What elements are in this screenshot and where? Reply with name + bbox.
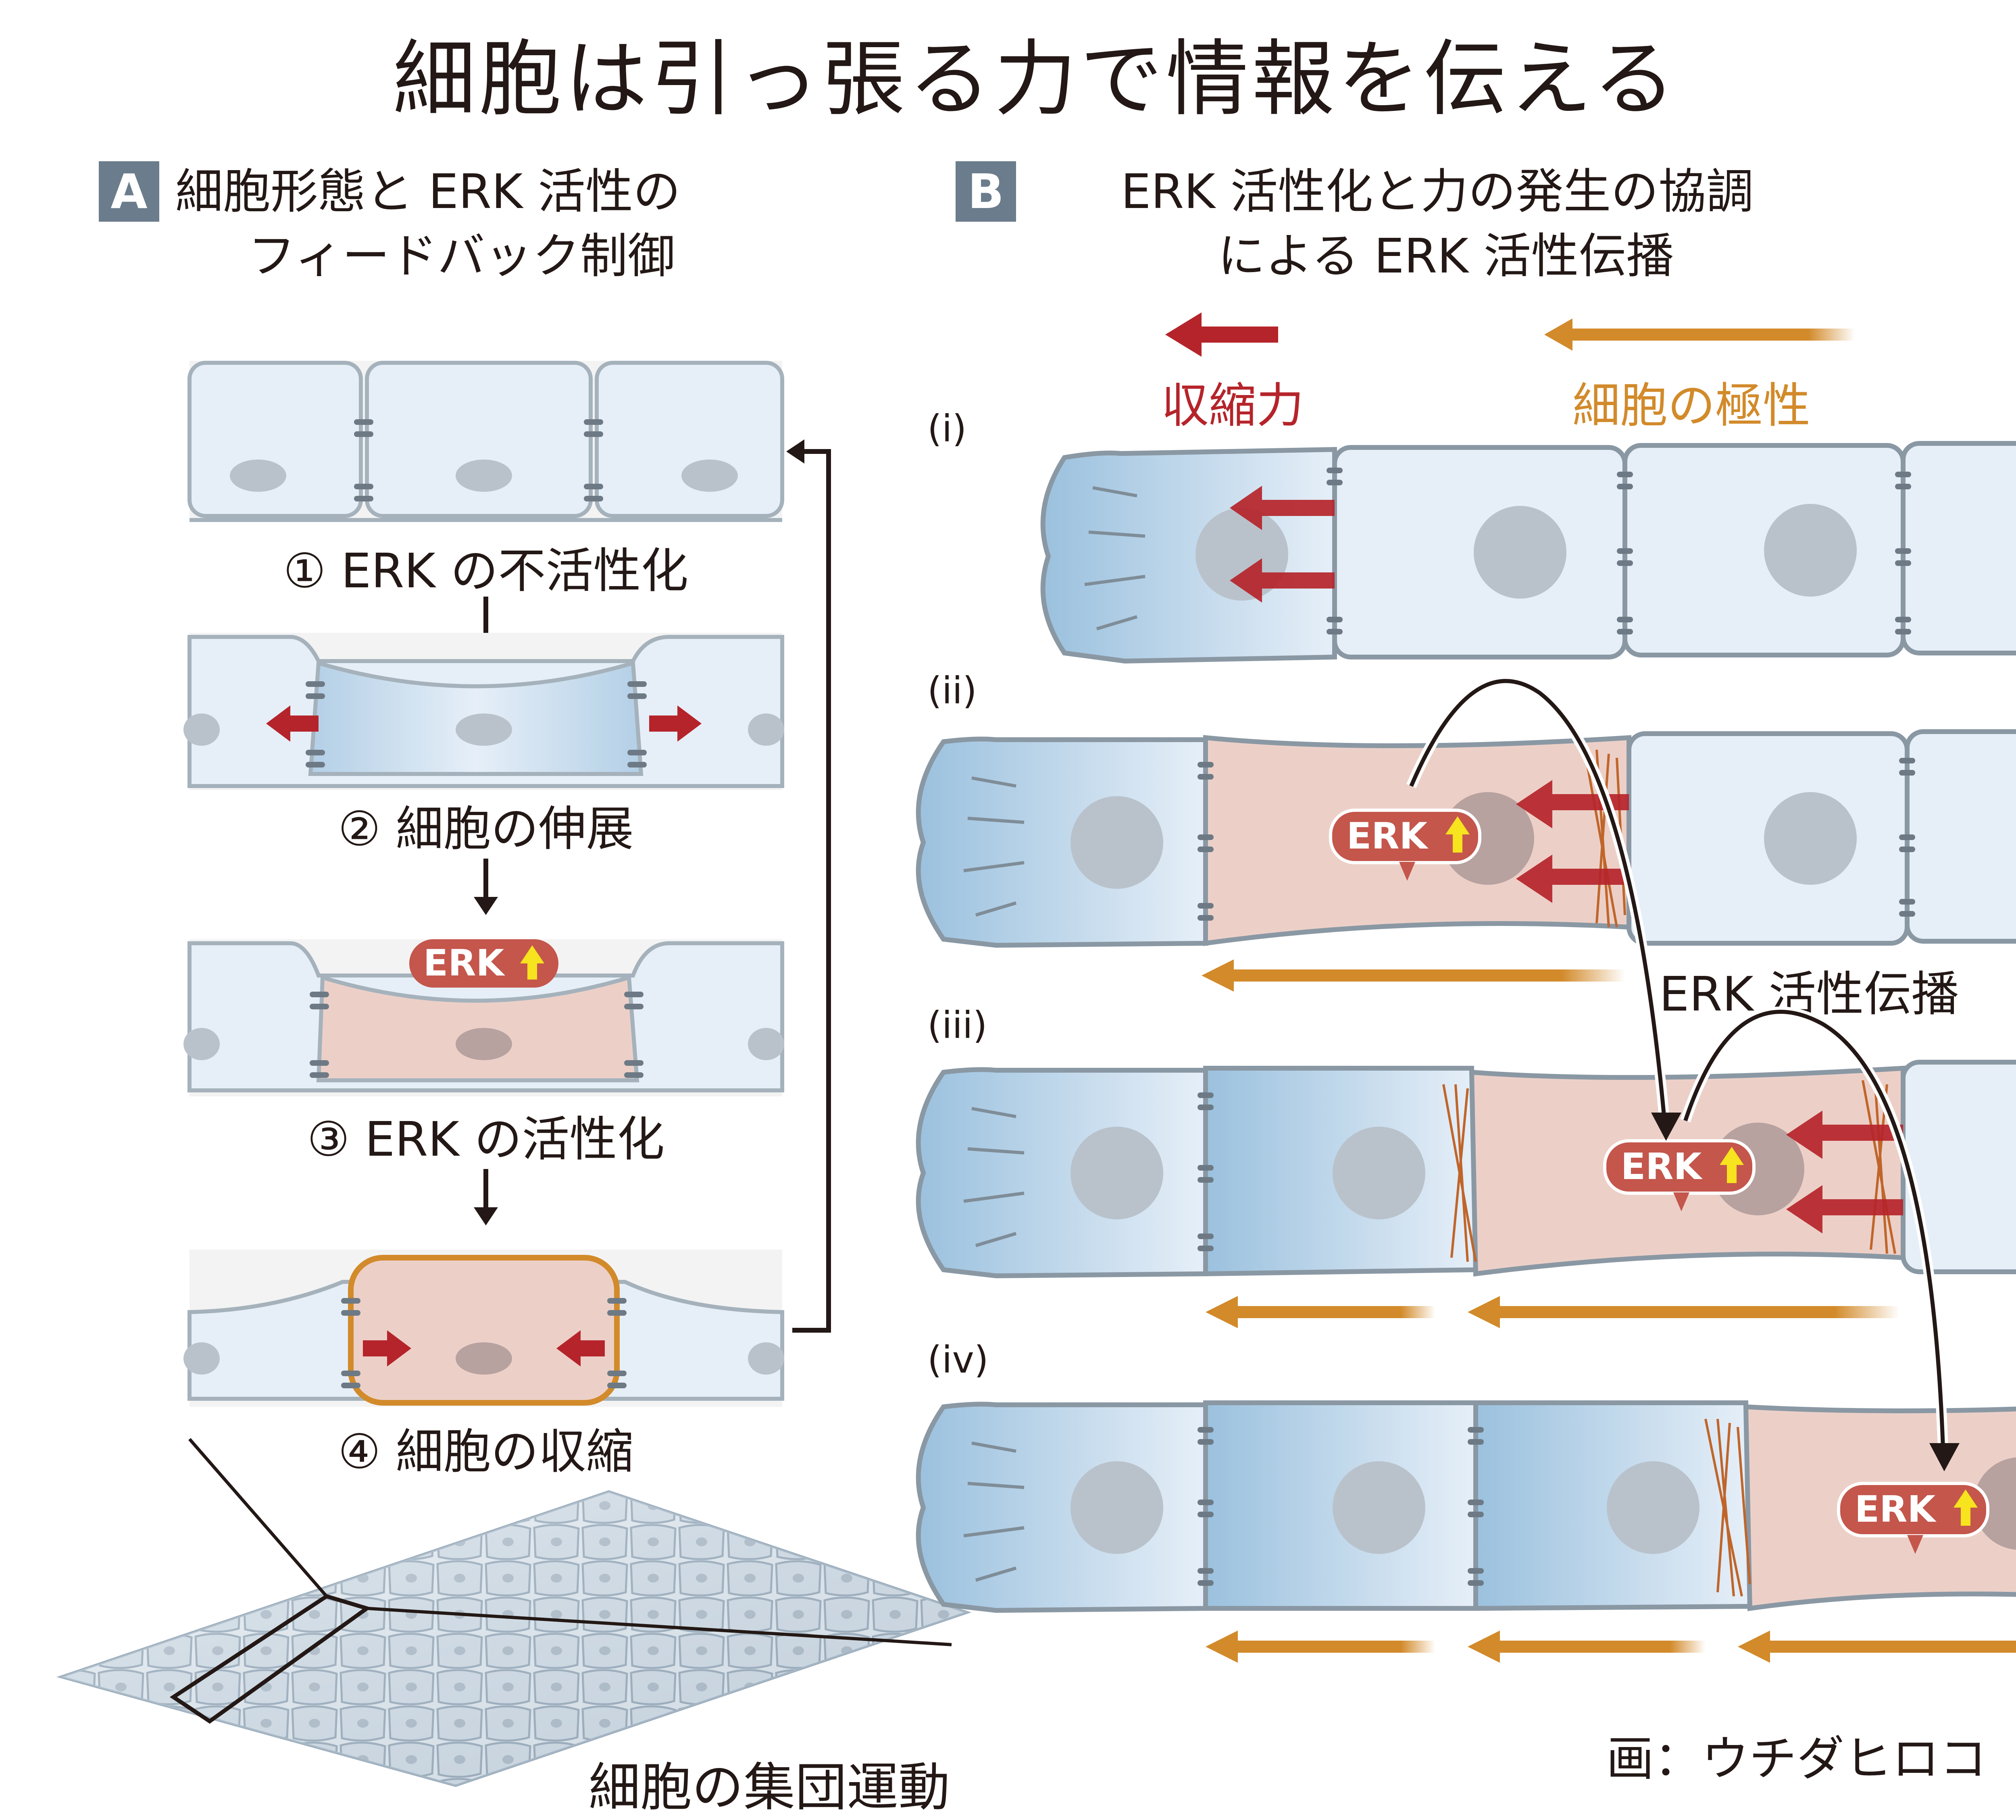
feedback-loop-arrow — [786, 439, 831, 1333]
row-i-cells — [1040, 441, 2016, 664]
row-iv-cells: ERK — [916, 1400, 2016, 1663]
row-label-iv: (iv) — [927, 1338, 989, 1381]
illustrator-credit: 画：ウチダヒロコ — [1606, 1731, 1987, 1787]
panel-b-heading-line1: ERK 活性化と力の発生の協調 — [1121, 164, 1754, 219]
panel-b-badge: B — [956, 161, 1016, 222]
panel-a-heading: A 細胞形態と ERK 活性の フィードバック制御 — [99, 159, 681, 288]
panel-a-heading-line2: フィードバック制御 — [248, 228, 675, 284]
row-label-ii: (ii) — [927, 669, 977, 712]
panel-b-heading-line2: による ERK 活性伝播 — [1218, 228, 1674, 284]
erk-badge-step3: ERK — [423, 942, 506, 984]
erk-badge-row-iii: ERK — [1621, 1146, 1703, 1188]
flow-arrow-3 — [474, 1169, 498, 1225]
legend-force-arrow — [1165, 312, 1278, 357]
panel-a-step1-cells — [187, 361, 784, 522]
row-iii-cells: ERK — [916, 1060, 2016, 1328]
legend-polarity-arrow — [1544, 318, 1855, 351]
step-label-4: ④ 細胞の収縮 — [338, 1424, 634, 1479]
row-label-i: (i) — [927, 407, 967, 450]
panel-a-step4-cells — [183, 1250, 784, 1407]
erk-badge-row-iv: ERK — [1855, 1488, 1937, 1531]
step-label-3: ③ ERK の活性化 — [307, 1111, 665, 1167]
legend-polarity-label: 細胞の極性 — [1572, 378, 1811, 433]
panel-b-heading: B ERK 活性化と力の発生の協調 による ERK 活性伝播 — [956, 159, 1754, 288]
panel-a-step2-cells — [183, 633, 784, 790]
row-ii-cells: ERK — [916, 729, 2016, 992]
collective-migration-sheet — [56, 1438, 972, 1787]
panel-a-step3-cells: ERK — [183, 939, 784, 1096]
step-label-1: ① ERK の不活性化 — [283, 543, 689, 599]
erk-propagation-arrows — [1406, 676, 1960, 1471]
panel-a-badge: A — [99, 161, 159, 222]
page-title: 細胞は引っ張る力で情報を伝える — [393, 31, 1679, 127]
row-label-iii: (iii) — [927, 1004, 987, 1047]
collective-migration-caption: 細胞の集団運動 — [589, 1758, 950, 1818]
flow-arrow-2 — [474, 859, 498, 915]
legend-force-label: 収縮力 — [1161, 378, 1304, 433]
panel-a-heading-line1: 細胞形態と ERK 活性の — [175, 164, 681, 219]
step-label-2: ② 細胞の伸展 — [338, 801, 634, 857]
erk-badge-row-ii: ERK — [1347, 815, 1429, 857]
